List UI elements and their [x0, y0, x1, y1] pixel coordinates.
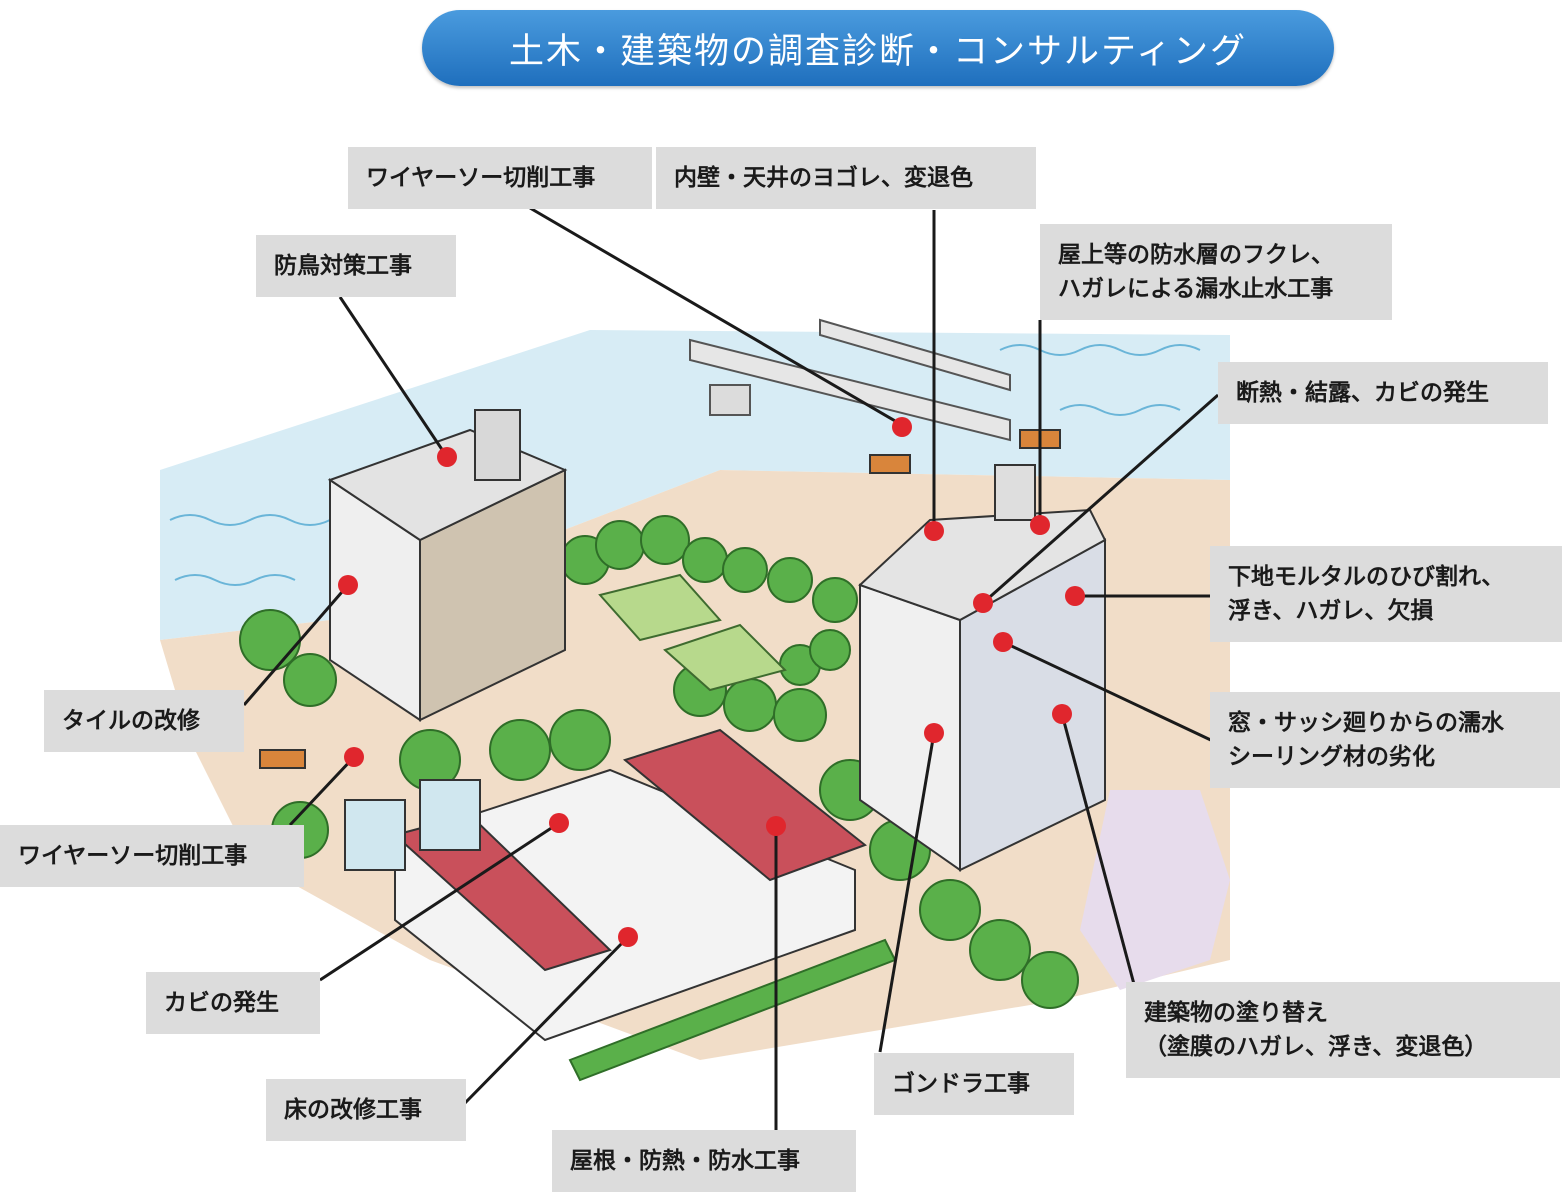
leader-line-floor — [463, 935, 630, 1105]
leader-line-tile — [242, 584, 350, 706]
label-text: ワイヤーソー切削工事 — [18, 843, 248, 869]
marker-dot — [1030, 515, 1050, 535]
court — [663, 623, 787, 692]
marker-dot — [338, 575, 358, 595]
label-waterproof-roof: 屋上等の防水層のフクレ、 ハガレによる漏水止水工事 — [1040, 224, 1392, 320]
label-text: 断熱・結露、カビの発生 — [1236, 380, 1489, 406]
label-text: 建築物の塗り替え — [1144, 1000, 1328, 1026]
label-text: カビの発生 — [164, 990, 279, 1016]
leader-line-repaint — [1060, 713, 1137, 989]
label-text: ハガレによる漏水止水工事 — [1058, 276, 1334, 302]
label-text: （塗膜のハガレ、浮き、変退色） — [1144, 1034, 1488, 1060]
marker-dot — [618, 927, 638, 947]
label-text: 下地モルタルのひび割れ、 — [1228, 564, 1505, 590]
label-mortar: 下地モルタルのひび割れ、 浮き、ハガレ、欠損 — [1210, 546, 1562, 642]
label-wire-saw-left: ワイヤーソー切削工事 — [0, 825, 304, 887]
marker-dot — [924, 723, 944, 743]
label-insulation: 断熱・結露、カビの発生 — [1218, 362, 1548, 424]
leader-line-gondola — [878, 732, 936, 1053]
paving — [1080, 790, 1230, 990]
leader-line-insulation — [982, 393, 1219, 605]
label-text: 浮き、ハガレ、欠損 — [1228, 598, 1434, 624]
marker-dot — [973, 593, 993, 613]
tanks — [344, 779, 481, 871]
marker-dot — [924, 521, 944, 541]
label-text: 内壁・天井のヨゴレ、変退色 — [674, 165, 973, 191]
leader-line-mold — [319, 821, 560, 982]
label-roof-work: 屋根・防熱・防水工事 — [552, 1130, 856, 1192]
marker-dot — [549, 813, 569, 833]
marker-dot — [1052, 704, 1072, 724]
marker-dot — [1065, 586, 1085, 606]
label-text: 床の改修工事 — [284, 1097, 422, 1123]
label-window-leak: 窓・サッシ廻りからの濡水 シーリング材の劣化 — [1210, 692, 1560, 788]
page-title: 土木・建築物の調査診断・コンサルティング — [422, 10, 1334, 86]
marker-dot — [993, 632, 1013, 652]
drones — [259, 429, 1061, 769]
label-bird-control: 防鳥対策工事 — [256, 235, 456, 297]
marker-dot — [437, 447, 457, 467]
leader-line-bird-control — [338, 296, 449, 458]
marker-dot — [892, 417, 912, 437]
label-text: 防鳥対策工事 — [274, 253, 412, 279]
label-wire-saw-top: ワイヤーソー切削工事 — [348, 147, 652, 209]
label-mold: カビの発生 — [146, 972, 320, 1034]
left-building — [327, 409, 568, 722]
trees — [239, 515, 1079, 1009]
label-inner-wall: 内壁・天井のヨゴレ、変退色 — [656, 147, 1036, 209]
right-building — [858, 464, 1107, 872]
label-gondola: ゴンドラ工事 — [874, 1053, 1074, 1115]
label-tile: タイルの改修 — [44, 690, 244, 752]
label-text: 窓・サッシ廻りからの濡水 — [1228, 710, 1504, 736]
leader-line-window-leak — [1002, 640, 1216, 744]
bridge — [689, 318, 1011, 442]
leader-line-wire-saw-left — [288, 755, 356, 827]
label-text: シーリング材の劣化 — [1228, 744, 1435, 770]
label-text: タイルの改修 — [62, 708, 200, 734]
label-repaint: 建築物の塗り替え （塗膜のハガレ、浮き、変退色） — [1126, 982, 1560, 1078]
label-floor: 床の改修工事 — [266, 1079, 466, 1141]
label-text: 屋上等の防水層のフクレ、 — [1058, 242, 1334, 268]
leader-line-wire-saw-top — [529, 206, 903, 427]
label-text: ゴンドラ工事 — [892, 1071, 1030, 1097]
label-text: 屋根・防熱・防水工事 — [570, 1148, 800, 1174]
marker-dot — [344, 747, 364, 767]
warehouse — [392, 728, 868, 1042]
court — [598, 573, 722, 642]
label-text: ワイヤーソー切削工事 — [366, 165, 596, 191]
marker-dot — [766, 816, 786, 836]
